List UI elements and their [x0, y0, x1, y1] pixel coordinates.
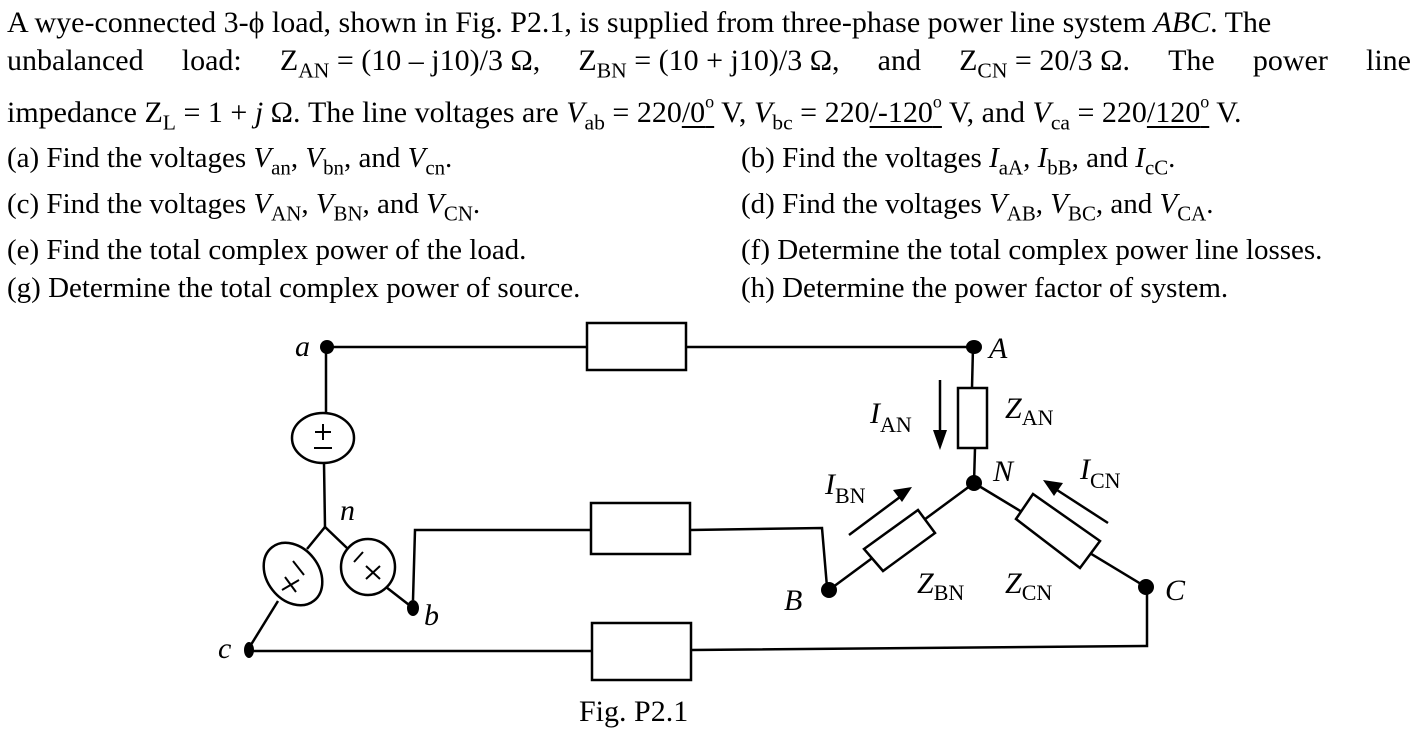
problem-line-3: impedance ZL = 1 + j Ω. The line voltage…	[7, 91, 1242, 135]
problem-line-1: A wye-connected 3-ϕ load, shown in Fig. …	[7, 8, 1271, 38]
label-n: n	[340, 494, 355, 527]
arrow-icn	[1056, 488, 1109, 525]
node-N	[966, 475, 982, 491]
label-B: B	[784, 584, 802, 617]
label-icn: ICN	[1079, 453, 1121, 493]
figure-caption: Fig. P2.1	[579, 695, 689, 728]
text: and	[877, 44, 921, 77]
part-a: (a) Find the voltages Van, Vbn, and Vcn.	[7, 142, 453, 180]
wire-C	[690, 587, 1149, 652]
load-impedance-BN	[862, 508, 937, 573]
arrowhead-icon	[933, 430, 947, 450]
vab-spec: Vab = 220/0o V,	[566, 91, 754, 135]
text: impedance	[7, 96, 145, 129]
part-h: (h) Determine the power factor of system…	[741, 272, 1229, 304]
minus-icon	[292, 560, 305, 576]
part-d: (d) Find the voltages VAB, VBC, and VCA.	[741, 188, 1214, 226]
arrow-ibn	[848, 495, 901, 537]
wire-B	[689, 526, 829, 588]
text: line	[1365, 44, 1411, 77]
voltage-source-c	[262, 541, 324, 607]
neutral-junction	[306, 525, 348, 550]
minus-icon	[353, 551, 364, 563]
label-zan: ZAN	[1005, 392, 1054, 430]
label-b: b	[424, 599, 439, 632]
part-b: (b) Find the voltages IaA, IbB, and IcC.	[741, 142, 1176, 180]
line-impedance-b	[589, 501, 692, 556]
label-a: a	[295, 330, 310, 363]
part-g: (g) Determine the total complex power of…	[7, 272, 581, 304]
node-C	[1138, 579, 1154, 595]
arrowhead-icon	[1043, 480, 1063, 496]
phi-symbol: ϕ	[248, 6, 265, 39]
node-b	[407, 600, 419, 616]
node-B	[821, 582, 837, 598]
zl-symbol: ZL	[144, 96, 176, 135]
part-c: (c) Find the voltages VAN, VBN, and VCN.	[7, 188, 481, 226]
node-A	[966, 340, 982, 354]
problem-line-2: unbalanced load: ZAN = (10 – j10)/3 Ω, Z…	[7, 44, 1411, 83]
text: load:	[181, 44, 242, 77]
line-impedance-c	[590, 621, 693, 682]
label-N: N	[992, 455, 1015, 488]
load-impedance-AN	[956, 386, 989, 450]
text: A wye-connected 3-	[7, 6, 249, 39]
text: The	[1168, 44, 1215, 77]
line-impedance-a	[585, 321, 688, 372]
label-zbn: ZBN	[917, 567, 964, 605]
plus-icon	[281, 579, 300, 591]
label-C: C	[1165, 574, 1186, 607]
zbn-spec: ZBN = (10 + j10)/3 Ω,	[578, 44, 840, 83]
vca-spec: Vca = 220/120o V.	[1032, 91, 1242, 135]
text: . The	[1210, 6, 1272, 39]
plus-icon	[365, 565, 381, 580]
label-A: A	[987, 332, 1008, 365]
node-a	[320, 340, 334, 354]
arrowhead-icon	[893, 487, 912, 502]
wire-source-c	[247, 600, 280, 649]
label-zcn: ZCN	[1005, 567, 1052, 605]
system-label: ABC	[1153, 6, 1211, 39]
node-c	[244, 642, 254, 658]
text: unbalanced	[7, 44, 144, 77]
label-c: c	[218, 632, 231, 665]
load-impedance-CN	[1014, 492, 1102, 570]
label-ian: IAN	[869, 397, 912, 437]
wire-source-a-n	[322, 462, 327, 528]
text: power	[1252, 44, 1328, 77]
label-ibn: IBN	[824, 468, 866, 508]
wire-b	[411, 528, 591, 601]
part-e: (e) Find the total complex power of the …	[7, 234, 527, 266]
j-operator: j	[254, 96, 264, 129]
vbc-spec: Vbc = 220/-120o V, and	[753, 91, 1033, 135]
text: load, shown in Fig. P2.1, is supplied fr…	[264, 6, 1154, 39]
zcn-spec: ZCN = 20/3 Ω.	[959, 44, 1130, 83]
zan-spec: ZAN = (10 – j10)/3 Ω,	[279, 44, 541, 83]
part-f: (f) Determine the total complex power li…	[741, 234, 1323, 266]
